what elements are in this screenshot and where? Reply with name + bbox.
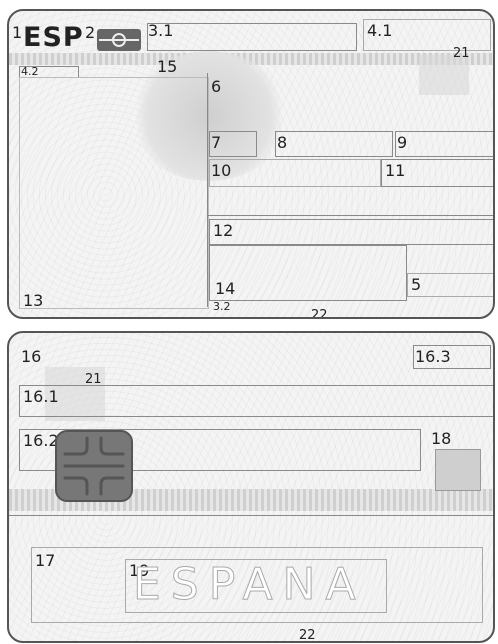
field-22-label: 22 [311,309,328,319]
field-16-3-box [413,345,491,369]
field-21-label: 21 [453,47,470,60]
flag-icon [97,29,141,51]
field-16-label: 16 [21,349,41,365]
chip-icon [55,430,133,502]
field-9-box [395,131,495,157]
ghost-photo-area [419,55,469,95]
field-3-1-box [147,23,357,51]
field-12-box [209,219,495,245]
field-5-box [407,273,495,297]
field-11-box [381,159,495,187]
field-22-label: 22 [299,629,316,642]
mrz-top-line [9,515,493,516]
field-7-box [209,131,257,157]
field-1-label: 1 [12,25,22,41]
divider-line [207,215,493,216]
field-15-label: 15 [157,59,177,75]
id-card-front: 1 ESP 2 3.1 4.1 21 4.2 15 13 6 7 8 9 10 … [7,9,495,319]
photo-area [19,77,209,309]
field-8-box [275,131,393,157]
field-4-1-box [363,19,491,51]
field-16-1-box [19,385,495,417]
field-2-label: 2 [85,25,95,41]
field-3-2-label: 3.2 [213,301,231,312]
espana-watermark: ESPANA [133,559,366,610]
field-6-label: 6 [211,79,221,95]
field-18-label: 18 [431,431,451,447]
coat-of-arms-icon [435,449,481,491]
country-code: ESP [23,22,84,53]
field-10-box [209,159,381,187]
field-14-box [209,245,407,301]
data-column-divider [207,73,208,307]
field-13-label: 13 [23,293,43,309]
